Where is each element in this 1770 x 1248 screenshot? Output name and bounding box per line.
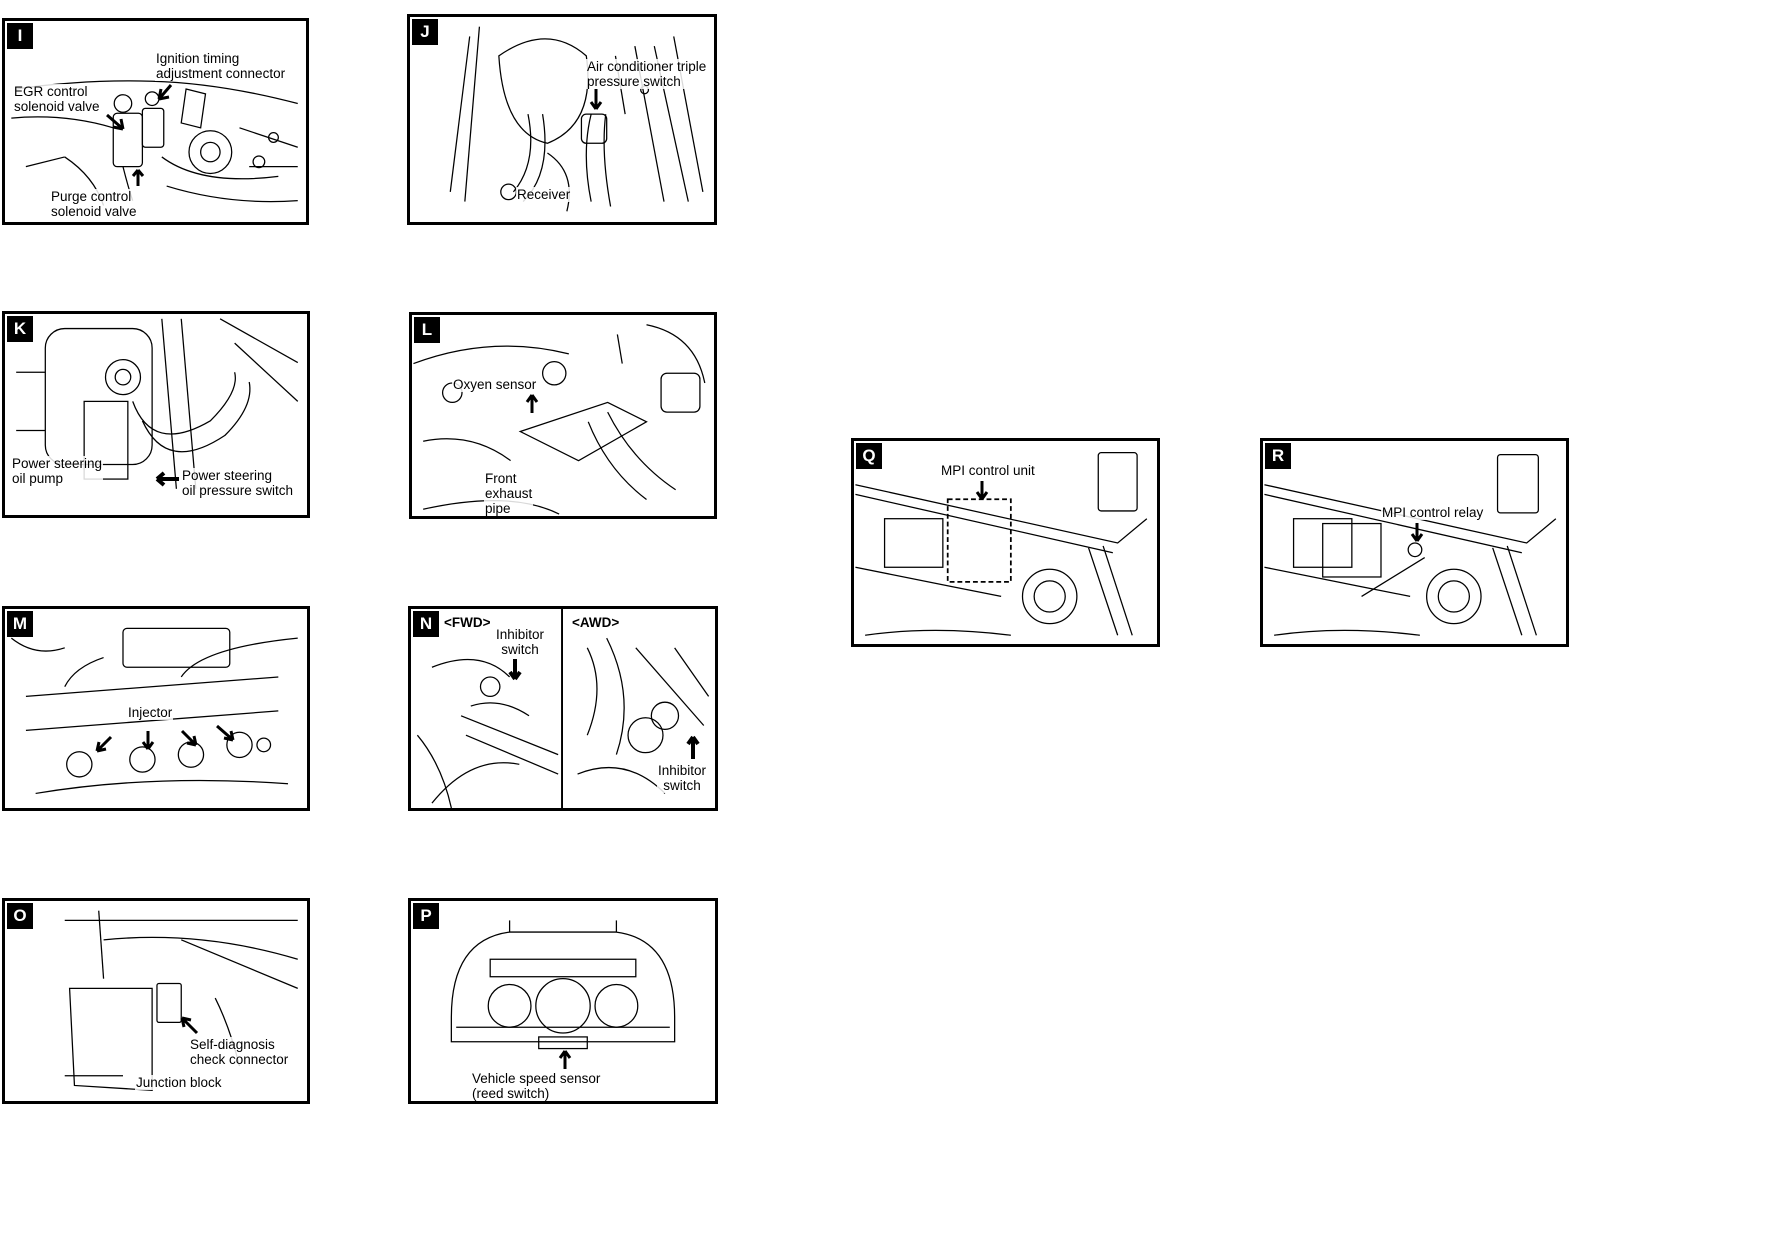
panel-badge: R	[1265, 443, 1291, 469]
arrow-icon	[157, 84, 173, 101]
panel-k: K Power steering oil pump Power steering…	[2, 311, 310, 518]
arrow-icon	[216, 724, 235, 742]
arrow-icon	[141, 731, 155, 750]
arrow-icon	[975, 481, 989, 500]
arrow-icon	[180, 1016, 199, 1035]
panel-badge: L	[414, 317, 440, 343]
receiver-label: Receiver	[516, 187, 572, 202]
dashboard-sketch	[855, 452, 1148, 636]
panel-o: O Self-diagnosis check connector Junctio…	[2, 898, 310, 1104]
panel-i: I Ignition timing adjustment connector E…	[2, 18, 309, 225]
panel-badge: J	[412, 19, 438, 45]
awd-label: <AWD>	[571, 615, 621, 630]
panel-p: P Vehicle speed sensor (reed switch)	[408, 898, 718, 1104]
ps-pressure-switch-label: Power steering oil pressure switch	[181, 468, 295, 498]
dashboard-sketch	[1264, 453, 1557, 636]
panel-n: N <FWD> <AWD> Inhibitor switch Inhibitor…	[408, 606, 718, 811]
self-diagnosis-label: Self-diagnosis check connector	[189, 1037, 290, 1067]
panel-badge: Q	[856, 443, 882, 469]
arrow-icon	[558, 1050, 572, 1069]
egr-solenoid-label: EGR control solenoid valve	[13, 84, 101, 114]
ps-oil-pump-label: Power steering oil pump	[11, 456, 104, 486]
junction-block-label: Junction block	[135, 1075, 223, 1090]
panel-m: M Injector	[2, 606, 310, 811]
arrow-icon	[686, 735, 700, 759]
mpi-control-relay-label: MPI control relay	[1381, 505, 1485, 520]
arrow-icon	[106, 113, 125, 131]
transmission-sketch	[416, 609, 710, 808]
arrow-icon	[508, 659, 522, 681]
engine-sketch	[11, 80, 298, 206]
panel-badge: P	[413, 903, 439, 929]
panel-q: Q MPI control unit	[851, 438, 1160, 647]
junction-block-sketch	[64, 910, 298, 1091]
panel-badge: O	[7, 903, 33, 929]
arrow-icon	[525, 394, 539, 413]
ignition-timing-label: Ignition timing adjustment connector	[155, 51, 287, 81]
oxygen-sensor-label: Oxyen sensor	[452, 377, 538, 392]
panel-r: R MPI control relay	[1260, 438, 1569, 647]
fwd-label: <FWD>	[443, 615, 492, 630]
arrow-icon	[155, 471, 179, 487]
arrow-icon	[95, 735, 113, 753]
purge-solenoid-label: Purge control solenoid valve	[50, 189, 138, 219]
arrow-icon	[131, 169, 145, 186]
vehicle-speed-sensor-label: Vehicle speed sensor (reed switch)	[471, 1071, 602, 1101]
panel-j: J Air conditioner triple pressure switch…	[407, 14, 717, 225]
front-exhaust-label: Front exhaust pipe	[484, 471, 534, 516]
panel-badge: N	[413, 611, 439, 637]
panel-badge: M	[7, 611, 33, 637]
panel-badge: K	[7, 316, 33, 342]
awd-inhibitor-label: Inhibitor switch	[657, 763, 708, 793]
instrument-cluster-sketch	[450, 920, 676, 1050]
arrow-icon	[180, 729, 198, 747]
panel-badge: I	[7, 23, 33, 49]
injector-label: Injector	[127, 705, 174, 720]
arrow-icon	[589, 89, 603, 110]
fwd-inhibitor-label: Inhibitor switch	[495, 627, 546, 657]
arrow-icon	[1410, 523, 1424, 542]
exhaust-sketch	[413, 324, 706, 515]
mpi-control-unit-label: MPI control unit	[940, 463, 1036, 478]
ac-triple-switch-label: Air conditioner triple pressure switch	[586, 59, 708, 89]
panel-l: L Oxyen sensor Front exhaust pipe	[409, 312, 717, 519]
